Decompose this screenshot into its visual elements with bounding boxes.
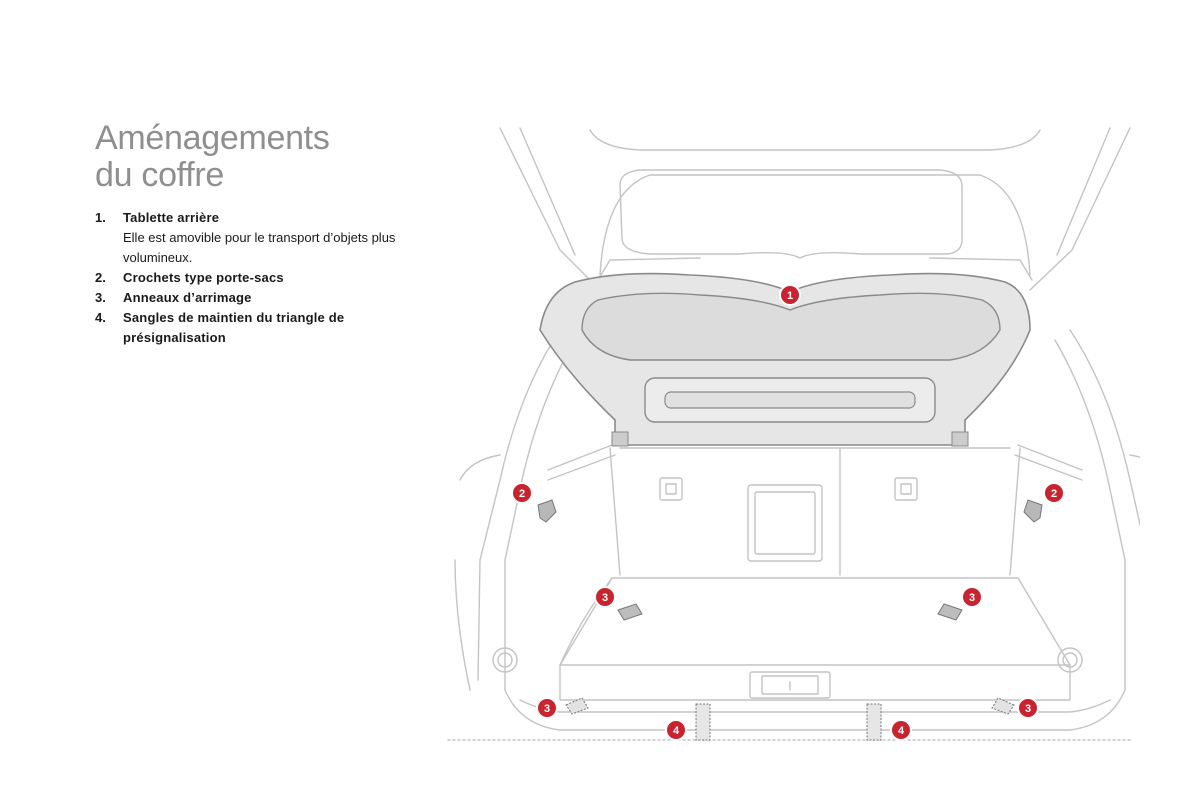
callout-badge-2-left: 2: [512, 483, 532, 503]
item-number: 4.: [95, 308, 106, 328]
svg-text:4: 4: [898, 725, 905, 737]
callout-badge-1: 1: [780, 285, 800, 305]
item-label: Crochets type porte-sacs: [123, 268, 425, 288]
rear-seat-backs: [548, 445, 1082, 575]
list-item: 2. Crochets type porte-sacs: [95, 268, 425, 288]
feature-list: 1. Tablette arrière Elle est amovible po…: [95, 208, 425, 348]
bag-hook-left: [538, 500, 556, 522]
item-number: 3.: [95, 288, 106, 308]
item-number: 2.: [95, 268, 106, 288]
bag-hook-right: [1024, 500, 1042, 522]
item-description: Elle est amovible pour le transport d’ob…: [123, 228, 425, 268]
item-label: Tablette arrière: [123, 208, 425, 228]
svg-text:2: 2: [1051, 488, 1057, 500]
item-label: Sangles de maintien du triangle de prési…: [123, 308, 425, 348]
page-title: Aménagements du coffre: [95, 120, 475, 194]
callout-badge-3-sill-left: 3: [537, 698, 557, 718]
svg-text:3: 3: [602, 592, 608, 604]
page-title-line-2: du coffre: [95, 157, 475, 194]
callout-badge-3-sill-right: 3: [1018, 698, 1038, 718]
tailgate-outline: [500, 128, 1130, 290]
callout-badge-2-right: 2: [1044, 483, 1064, 503]
callout-badge-4-right: 4: [891, 720, 911, 740]
lashing-ring-floor-left: [618, 604, 642, 620]
callout-badge-3-floor-right: 3: [962, 587, 982, 607]
item-number: 1.: [95, 208, 106, 228]
triangle-strap-left: [696, 704, 710, 740]
svg-text:4: 4: [673, 725, 680, 737]
triangle-strap-right: [867, 704, 881, 740]
svg-text:1: 1: [787, 290, 793, 302]
list-item: 1. Tablette arrière Elle est amovible po…: [95, 208, 425, 268]
svg-text:3: 3: [1025, 703, 1031, 715]
page-title-line-1: Aménagements: [95, 120, 475, 157]
svg-text:3: 3: [969, 592, 975, 604]
list-item: 3. Anneaux d’arrimage: [95, 288, 425, 308]
trunk-illustration: 1 2 2 3 3 3 3 4 4: [440, 118, 1140, 748]
svg-text:2: 2: [519, 488, 525, 500]
callout-badge-3-floor-left: 3: [595, 587, 615, 607]
list-item: 4. Sangles de maintien du triangle de pr…: [95, 308, 425, 348]
callout-badge-4-left: 4: [666, 720, 686, 740]
item-label: Anneaux d’arrimage: [123, 288, 425, 308]
lashing-ring-floor-right: [938, 604, 962, 620]
svg-text:3: 3: [544, 703, 550, 715]
